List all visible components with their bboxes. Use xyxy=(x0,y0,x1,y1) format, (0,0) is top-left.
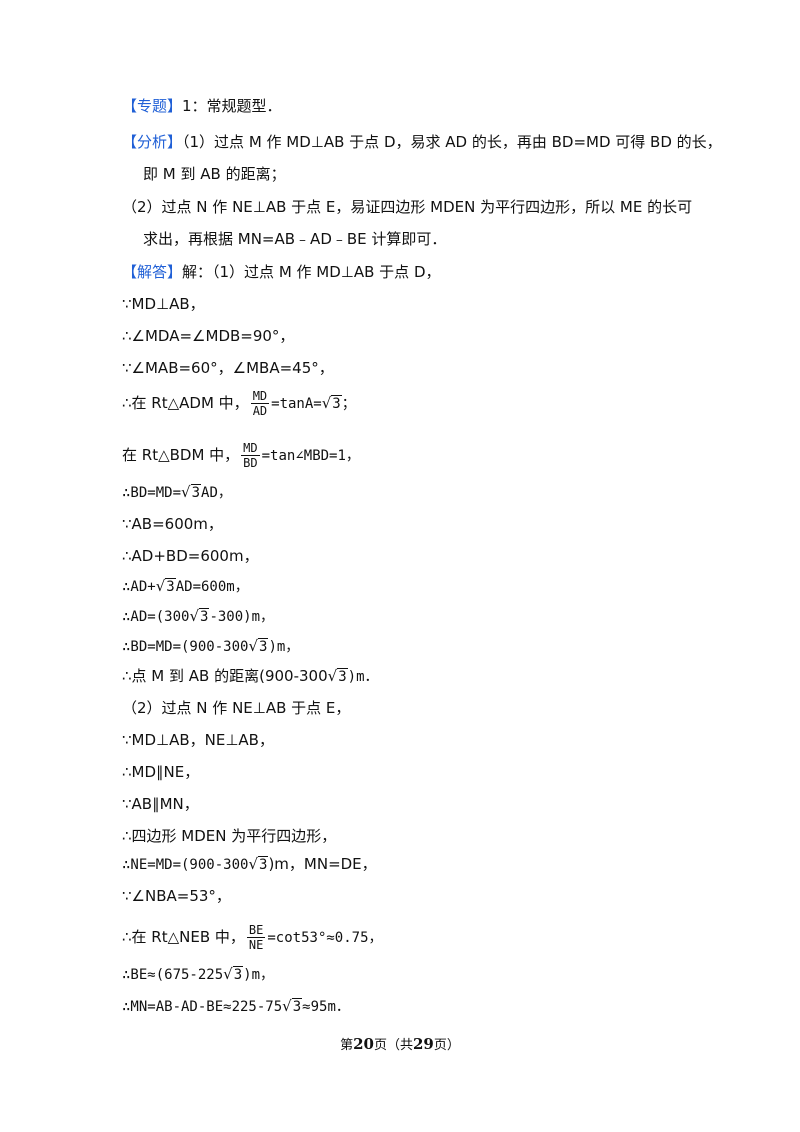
expr-part: ∴AD=(300 xyxy=(122,609,190,625)
page-total: 29 xyxy=(413,1035,434,1053)
radicand: 3 xyxy=(190,484,202,501)
radical-sign-icon: √ xyxy=(321,394,332,412)
cot-expression: =cot53°≈0.75， xyxy=(267,930,383,946)
radical-sign-icon: √ xyxy=(327,667,338,685)
radicand: 3 xyxy=(258,856,269,873)
sqrt-3: √3 xyxy=(322,388,342,419)
answer-text-1: 解：（1）过点 M 作 MD⊥AB 于点 D， xyxy=(182,263,441,281)
fraction-denominator: AD xyxy=(252,404,268,418)
expr-part: ∴NE=MD=(900-300 xyxy=(122,857,249,873)
page-number: 20 xyxy=(353,1035,374,1053)
expr-part: AD=600m， xyxy=(175,579,249,595)
expr-part: )m． xyxy=(347,669,379,685)
radical-sign-icon: √ xyxy=(248,855,258,873)
fraction-numerator: BE xyxy=(246,923,266,938)
analysis-line-4: 求出，再根据 MN=AB﹣AD﹣BE 计算即可． xyxy=(143,230,447,248)
sqrt-3: √3 xyxy=(248,854,269,875)
expr-part: -300)m， xyxy=(209,609,275,625)
tan-expression: =tan∠MBD=1， xyxy=(261,448,360,464)
footer-prefix: 第 xyxy=(340,1038,354,1053)
expr-part: ∴BE≈(675-225 xyxy=(122,967,224,983)
radical-sign-icon: √ xyxy=(189,607,199,625)
sqrt-3: √3 xyxy=(248,636,269,657)
answer-line-18: ∴四边形 MDEN 为平行四边形， xyxy=(122,827,337,845)
answer-heading: 【解答】 xyxy=(122,263,183,281)
answer-line-6-text: 在 Rt△BDM 中， xyxy=(122,446,240,464)
answer-line-8: ∵AB=600m， xyxy=(122,515,223,533)
sqrt-3: √3 xyxy=(189,606,210,627)
topic-heading: 【专题】 xyxy=(122,97,183,115)
expr-part: ∴BD=MD=(900-300 xyxy=(122,639,249,655)
sqrt-3: √3 xyxy=(328,666,348,687)
radical-sign-icon: √ xyxy=(155,577,166,595)
topic-line: 【专题】1：常规题型． xyxy=(122,96,282,116)
sqrt-3: √3 xyxy=(282,996,303,1017)
radical-sign-icon: √ xyxy=(181,483,191,501)
answer-line-15: ∵MD⊥AB，NE⊥AB， xyxy=(122,731,274,749)
answer-line-23: ∴MN=AB-AD-BE≈225-75√3≈95m． xyxy=(122,996,350,1017)
answer-line-2: ∵MD⊥AB， xyxy=(122,295,205,313)
analysis-line-3: （2）过点 N 作 NE⊥AB 于点 E，易证四边形 MDEN 为平行四边形，所… xyxy=(122,198,693,216)
analysis-line-1: 【分析】（1）过点 M 作 MD⊥AB 于点 D，易求 AD 的长，再由 BD=… xyxy=(122,132,722,152)
expr-part: AD， xyxy=(201,485,232,501)
analysis-heading: 【分析】 xyxy=(122,133,183,151)
radical-sign-icon: √ xyxy=(282,997,292,1015)
answer-line-20: ∵∠NBA=53°， xyxy=(122,887,231,905)
footer-middle: 页（共 xyxy=(373,1038,413,1053)
fraction-denominator: NE xyxy=(248,938,264,952)
answer-line-21-text: ∴在 Rt△NEB 中， xyxy=(122,928,245,946)
radicand: 3 xyxy=(258,638,269,655)
radicand: 3 xyxy=(291,998,303,1015)
radicand: 3 xyxy=(331,395,342,412)
answer-line-5-end: ； xyxy=(341,396,356,412)
answer-line-5-text: ∴在 Rt△ADM 中， xyxy=(122,394,249,412)
radicand: 3 xyxy=(232,966,244,983)
answer-line-22: ∴BE≈(675-225√3)m， xyxy=(122,964,274,985)
page-footer: 第20页（共29页） xyxy=(0,1034,800,1053)
sqrt-3: √3 xyxy=(223,964,244,985)
radicand: 3 xyxy=(199,608,210,625)
answer-line-17: ∵AB∥MN， xyxy=(122,795,199,813)
answer-line-12: ∴BD=MD=(900-300√3)m， xyxy=(122,636,299,657)
answer-line-3: ∴∠MDA=∠MDB=90°， xyxy=(122,327,295,345)
answer-line-11: ∴AD=(300√3-300)m， xyxy=(122,606,274,627)
footer-suffix: 页） xyxy=(433,1038,460,1053)
expr-part: ∴AD+ xyxy=(122,579,156,595)
answer-line-7: ∴BD=MD=√3AD， xyxy=(122,482,232,503)
answer-line-4: ∵∠MAB=60°，∠MBA=45°， xyxy=(122,359,334,377)
answer-line-19: ∴NE=MD=(900-300√3)m，MN=DE， xyxy=(122,854,377,875)
radicand: 3 xyxy=(165,578,176,595)
sqrt-3: √3 xyxy=(181,482,202,503)
sqrt-3: √3 xyxy=(156,576,176,597)
expr-part: ∴点 M 到 AB 的距离(900-300 xyxy=(122,667,328,685)
expr-part: )m， xyxy=(243,967,275,983)
answer-line-9: ∴AD+BD=600m， xyxy=(122,547,259,565)
answer-line-13: ∴点 M 到 AB 的距离(900-300√3)m． xyxy=(122,666,379,687)
answer-line-14: （2）过点 N 作 NE⊥AB 于点 E， xyxy=(122,699,351,717)
radicand: 3 xyxy=(337,668,348,685)
analysis-line-2: 即 M 到 AB 的距离； xyxy=(143,165,286,183)
fraction-numerator: MD xyxy=(250,389,270,404)
fraction-denominator: BD xyxy=(243,456,258,470)
tan-expression: =tanA= xyxy=(271,396,322,412)
expr-part: )m， xyxy=(268,639,300,655)
radical-sign-icon: √ xyxy=(223,965,233,983)
fraction-numerator: MD xyxy=(241,441,260,456)
expr-part: ≈95m． xyxy=(302,999,350,1015)
answer-line-1: 【解答】解：（1）过点 M 作 MD⊥AB 于点 D， xyxy=(122,262,441,282)
answer-line-10: ∴AD+√3AD=600m， xyxy=(122,576,249,597)
radical-sign-icon: √ xyxy=(248,637,258,655)
expr-part: ∴BD=MD= xyxy=(122,485,182,501)
answer-line-16: ∴MD∥NE， xyxy=(122,763,200,781)
expr-part: ∴MN=AB-AD-BE≈225-75 xyxy=(122,999,283,1015)
expr-part: )m，MN=DE， xyxy=(268,855,377,873)
topic-text: 1：常规题型． xyxy=(182,97,282,115)
analysis-text-1: （1）过点 M 作 MD⊥AB 于点 D，易求 AD 的长，再由 BD=MD 可… xyxy=(182,133,722,151)
